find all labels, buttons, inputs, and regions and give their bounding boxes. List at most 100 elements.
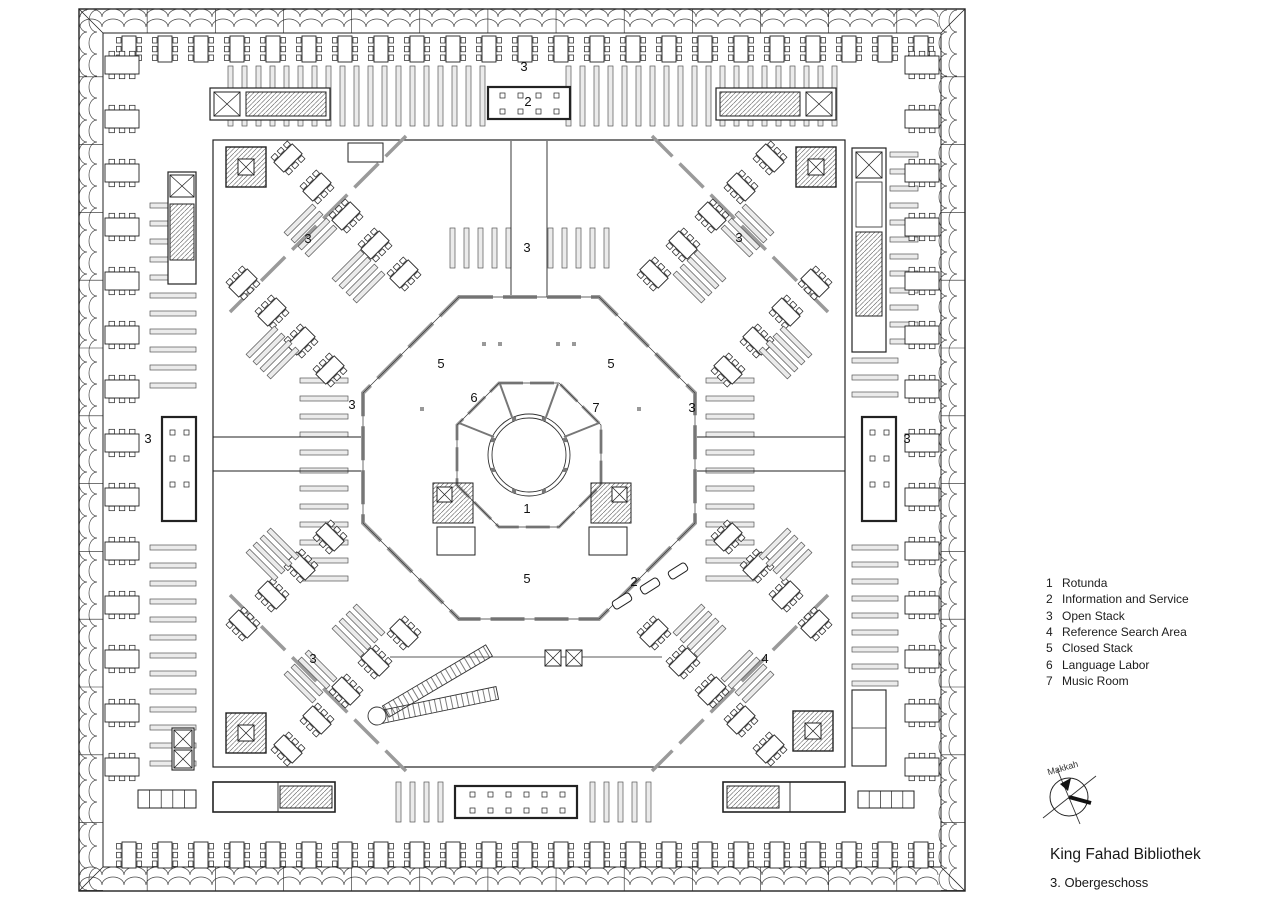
- reading-table: [796, 605, 834, 643]
- area-label-open-stack: 3: [523, 240, 530, 255]
- shelf-strip: [395, 65, 402, 127]
- counter-seat: [553, 108, 560, 115]
- shelf-strip: [149, 670, 197, 677]
- shelf-strip: [765, 534, 799, 568]
- shelf-strip: [851, 646, 899, 653]
- wall-line: [237, 158, 255, 176]
- service-room: [588, 526, 628, 556]
- reading-table: [904, 590, 940, 620]
- column-dot: [512, 489, 517, 494]
- legend-item-label: Information and Service: [1062, 592, 1189, 607]
- compass-needle-icon: [1060, 778, 1071, 791]
- reading-table: [385, 255, 423, 293]
- column-dot: [490, 438, 495, 443]
- reading-table: [584, 35, 610, 63]
- title-block: King Fahad Bibliothek 3. Obergeschoss: [1050, 846, 1201, 890]
- area-label-open-stack: 3: [304, 231, 311, 246]
- shelf-strip: [338, 617, 372, 651]
- reading-table: [767, 293, 805, 331]
- reading-table: [104, 266, 140, 296]
- legend-item: 6 Language Labor: [1046, 656, 1189, 672]
- legend-item-number: 4: [1046, 625, 1053, 640]
- wing-wall: [650, 134, 830, 314]
- counter-seat: [169, 455, 176, 462]
- reading-table: [664, 643, 702, 681]
- legend-item-label: Reference Search Area: [1062, 625, 1187, 640]
- counter-seat: [183, 429, 190, 436]
- wall-line: [78, 8, 104, 34]
- wing-wall: [650, 593, 830, 773]
- shelf-strip: [149, 328, 197, 335]
- reading-table: [728, 841, 754, 869]
- shelf-strip: [575, 227, 582, 269]
- shelf-strip: [339, 65, 346, 127]
- reading-table: [635, 614, 673, 652]
- open-stack-wing: [635, 134, 834, 389]
- shelf-strip: [290, 663, 324, 697]
- legend-item-label: Closed Stack: [1062, 641, 1133, 656]
- scallop-border: [88, 9, 98, 891]
- shelf-strip: [631, 781, 638, 823]
- shelf-strip: [663, 65, 670, 127]
- counter-seat: [523, 791, 530, 798]
- shelf-strip: [772, 541, 806, 575]
- stair-run: [279, 785, 333, 809]
- column-dot: [572, 342, 576, 346]
- stair-run: [726, 785, 780, 809]
- shelf-strip: [299, 395, 349, 402]
- shelf-strip: [149, 544, 197, 551]
- scallop-border: [79, 18, 939, 28]
- column-dot: [512, 416, 517, 421]
- shelf-strip: [409, 781, 416, 823]
- shelf-strip: [367, 65, 374, 127]
- service-counter: [160, 415, 198, 523]
- reading-table: [269, 730, 307, 768]
- stair-run: [169, 203, 195, 261]
- shelf-strip: [381, 65, 388, 127]
- service-room: [436, 526, 476, 556]
- plan-generated-geometry: [78, 8, 966, 892]
- column-dot: [498, 342, 502, 346]
- counter-seat: [505, 791, 512, 798]
- study-carrels: [137, 789, 197, 809]
- legend-item-label: Open Stack: [1062, 608, 1125, 623]
- reading-table: [904, 536, 940, 566]
- legend-item-number: 3: [1046, 608, 1053, 623]
- shelf-strip: [705, 467, 755, 474]
- reading-table: [385, 614, 423, 652]
- scallop-border: [938, 9, 948, 891]
- reading-table: [692, 841, 718, 869]
- elevator-x-icon: [855, 151, 883, 179]
- shelf-strip: [149, 580, 197, 587]
- shelf-strip: [451, 65, 458, 127]
- shelf-strip: [705, 503, 755, 510]
- reading-table: [104, 104, 140, 134]
- wall-line: [940, 8, 966, 34]
- shelf-strip: [889, 151, 919, 158]
- reading-table: [904, 482, 940, 512]
- counter-seat: [169, 481, 176, 488]
- outer-frame: [78, 8, 966, 892]
- area-label-information: 2: [524, 94, 531, 109]
- reading-table: [269, 139, 307, 177]
- escalators: [367, 644, 500, 726]
- service-counter: [860, 415, 898, 523]
- shelf-strip: [851, 578, 899, 585]
- shelf-strip: [649, 65, 656, 127]
- shelf-strip: [259, 339, 293, 373]
- shelf-strip: [149, 292, 197, 299]
- shelf-strip: [693, 624, 727, 658]
- shelf-strip: [679, 263, 713, 297]
- reading-table: [152, 841, 178, 869]
- inner-floor-boundary: [212, 139, 846, 768]
- area-label-closed-stack: 5: [523, 571, 530, 586]
- shelf-strip: [299, 485, 349, 492]
- area-label-closed-stack: 5: [607, 356, 614, 371]
- counter-seat: [523, 807, 530, 814]
- shelf-strip: [290, 210, 324, 244]
- column-dot: [556, 342, 560, 346]
- shelf-strip: [720, 224, 754, 258]
- wall-niche: [347, 142, 384, 163]
- reading-table: [904, 212, 940, 242]
